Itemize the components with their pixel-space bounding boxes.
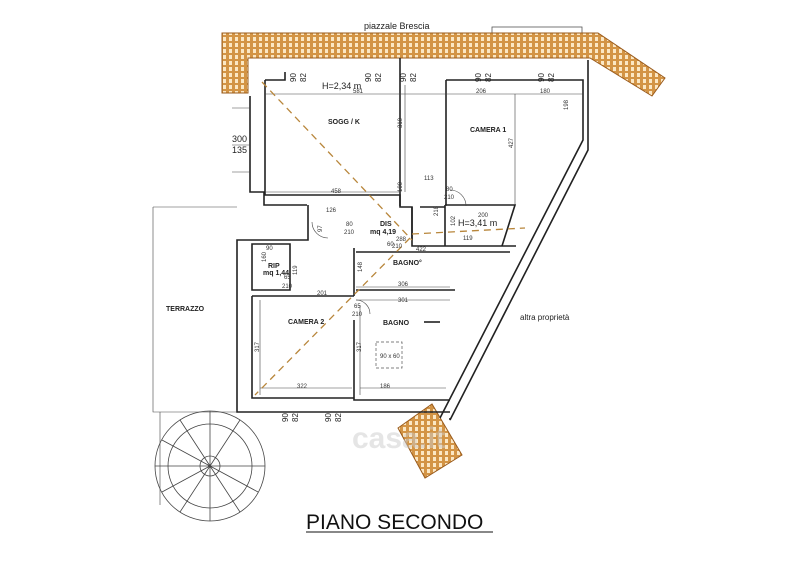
dim-label: 427 [509,137,515,148]
dim-label: 119 [463,236,473,242]
walls [236,58,589,421]
window-width: 90 [537,73,546,82]
dim-label: 126 [326,208,337,214]
window-height: 82 [299,73,308,82]
dim-label: 201 [317,291,328,297]
dim-label: 317 [357,341,363,352]
room-label-rip: RIP [268,263,280,270]
dim-label: 90 x 60 [380,354,400,360]
dimension-lines [259,85,583,395]
dim-label: 218 [434,205,440,216]
window-width: 90 [324,413,333,422]
left-window [232,107,250,173]
door-swing-dis [311,221,329,239]
dimension-labels: 300 135 581 206 180 198 310 427 458 100 … [232,89,570,390]
room-label-camera1: CAMERA 1 [470,127,506,134]
window-labels: 90 82 90 82 90 82 90 82 90 82 90 82 90 8… [281,73,556,422]
neighbor-label: altra proprietà [520,313,570,322]
dim-label: 97 [318,225,324,232]
dim-label: 306 [398,282,409,288]
height-label-upper: H=2,34 m [322,81,361,91]
dim-label: 100 [398,181,404,192]
room-area-rip: mq 1,44 [263,270,289,277]
door-swing-bagno [355,299,371,315]
dim-label: 102 [451,215,457,226]
balcony-outline [491,26,583,34]
dim-label: 160 [262,251,268,262]
dim-label: 65 [284,275,291,281]
dim-label: 60 [387,242,394,248]
window-width: 90 [399,73,408,82]
window-height: 82 [374,73,383,82]
dim-label: 458 [331,189,342,195]
dim-label: 301 [398,298,409,304]
dim-label: 210 [352,312,363,318]
dim-label: 210 [344,230,355,236]
window-height: 82 [291,413,300,422]
roof-tiles [221,32,666,97]
dim-label: 422 [416,247,427,253]
dim-label: 210 [392,244,403,250]
plan-title: PIANO SECONDO [306,511,483,534]
dim-label: 210 [444,195,455,201]
dim-label: 288 [396,237,407,243]
room-label-camera2: CAMERA 2 [288,319,324,326]
window-width: 90 [364,73,373,82]
dim-label: 581 [353,89,364,95]
section-line-h [411,227,526,235]
dim-label: 135 [232,145,247,155]
section-line-upper [261,81,413,241]
dim-label: 113 [424,176,434,182]
window-height: 82 [547,73,556,82]
dim-label: 317 [255,341,261,352]
window-height: 82 [484,73,493,82]
dim-label: 210 [282,284,293,290]
dim-label: 198 [564,99,570,110]
window-width: 90 [474,73,483,82]
room-label-sogg: SOGG / K [328,119,360,126]
height-label-lower: H=3,41 m [458,218,497,228]
window-width: 90 [289,73,298,82]
window-height: 82 [334,413,343,422]
dim-label: 200 [478,213,489,219]
dim-label: 119 [293,265,299,275]
dim-label: 90 [266,246,273,252]
room-label-bagno: BAGNO [383,320,410,327]
room-label-terrazzo: TERRAZZO [166,306,205,313]
spiral-staircase [154,410,266,522]
door-swing-camera1 [449,189,467,207]
room-label-bagno-secondary: BAGNO° [393,259,422,267]
shower-tray [375,341,403,369]
dim-label: 186 [380,384,391,390]
window-width: 90 [281,413,290,422]
dim-label: 310 [398,117,404,128]
room-label-dis: DIS [380,221,392,228]
street-label: piazzale Brescia [364,21,430,31]
dim-label: 206 [476,89,487,95]
dim-label: 148 [358,261,364,272]
window-height: 82 [409,73,418,82]
watermark: casa.it [352,422,445,455]
dim-label: 80 [446,187,453,193]
section-line-lower [254,237,411,396]
dim-label: 180 [540,89,551,95]
dim-label: 65 [354,304,361,310]
dim-label: 322 [297,384,308,390]
room-area-dis: mq 4,19 [370,229,396,236]
dim-label: 80 [346,222,353,228]
dim-label: 300 [232,134,247,144]
terrace-outline [152,206,237,505]
